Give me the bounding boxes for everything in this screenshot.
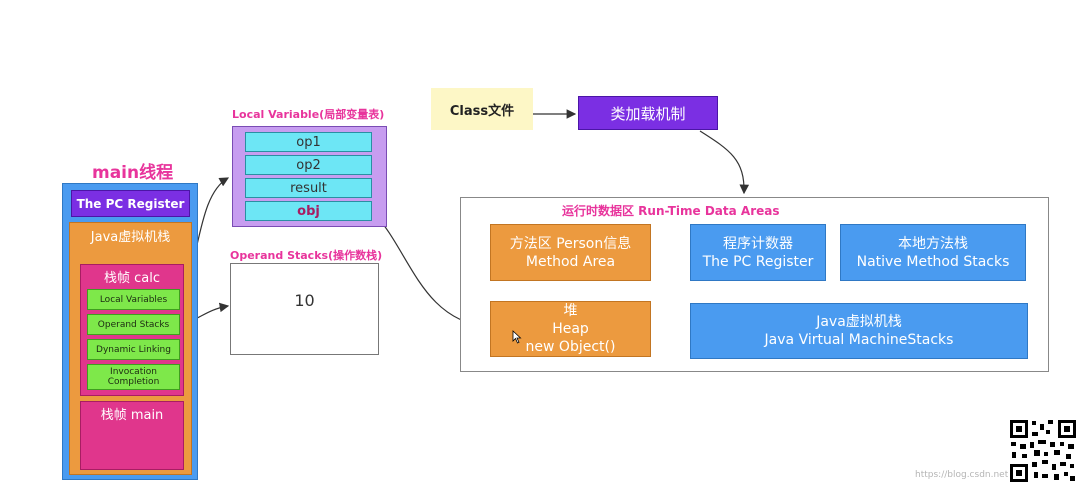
pc-register-box: 程序计数器 The PC Register — [690, 224, 826, 281]
lv-slot-obj: obj — [245, 201, 372, 221]
thread-pc-register: The PC Register — [71, 190, 190, 217]
mouse-cursor-icon — [512, 330, 522, 344]
operand-stacks-title: Operand Stacks(操作数栈) — [230, 249, 383, 262]
native-method-stacks-box: 本地方法栈 Native Method Stacks — [840, 224, 1026, 281]
operand-stack-box — [230, 263, 379, 355]
jvm-stacks-line1: Java虚拟机栈 — [816, 314, 902, 330]
heap-line1: 堆 — [563, 303, 578, 319]
jvm-stack-label: Java虚拟机栈 — [90, 230, 171, 245]
pc-register-line2: The PC Register — [702, 253, 814, 270]
frame-item-local-variables: Local Variables — [87, 289, 180, 310]
pc-register-line1: 程序计数器 — [723, 235, 793, 252]
local-variable-title: Local Variable(局部变量表) — [232, 108, 385, 121]
method-area-line1: 方法区 Person信息 — [509, 235, 632, 252]
frame-main-label: 栈帧 main — [100, 408, 164, 423]
frame-item-operand-stacks: Operand Stacks — [87, 314, 180, 335]
class-loader-box: 类加载机制 — [578, 96, 718, 130]
frame-calc-label: 栈帧 calc — [103, 271, 160, 286]
frame-item-dynamic-linking: Dynamic Linking — [87, 339, 180, 360]
operand-stack-value: 10 — [294, 291, 315, 310]
frame-main — [80, 401, 184, 470]
frame-item-invocation-completion: Invocation Completion — [87, 364, 180, 390]
qr-code-icon — [1008, 418, 1078, 484]
lv-slot-op1: op1 — [245, 132, 372, 152]
method-area-line2: Method Area — [525, 253, 616, 270]
lv-slot-op2: op2 — [245, 155, 372, 175]
lv-slot-result: result — [245, 178, 372, 198]
heap-line3: new Object() — [525, 339, 616, 355]
jvm-stacks-box: Java虚拟机栈 Java Virtual MachineStacks — [690, 303, 1028, 359]
native-line2: Native Method Stacks — [856, 253, 1010, 270]
jvm-stacks-line2: Java Virtual MachineStacks — [764, 332, 954, 348]
arrow-loader-to-runtime — [699, 130, 750, 195]
main-thread-title: main线程 — [92, 163, 174, 183]
method-area-box: 方法区 Person信息 Method Area — [490, 224, 651, 281]
class-file-note: Class文件 — [431, 88, 533, 130]
watermark-text: https://blog.csdn.net/... — [915, 470, 1020, 480]
runtime-data-areas-title: 运行时数据区 Run-Time Data Areas — [562, 204, 780, 218]
heap-line2: Heap — [552, 321, 589, 337]
heap-box: 堆 Heap new Object() — [490, 301, 651, 357]
native-line1: 本地方法栈 — [898, 235, 968, 252]
